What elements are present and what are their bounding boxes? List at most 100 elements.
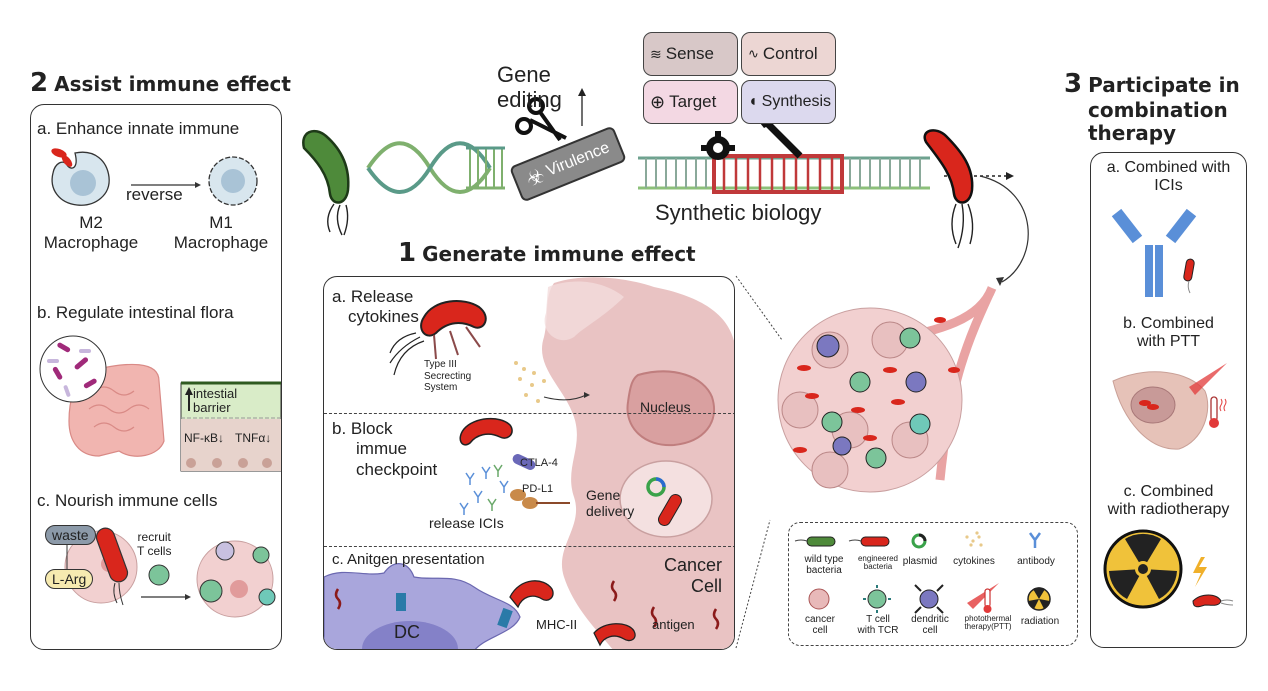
antigen-label: antigen <box>652 617 695 632</box>
gear-icon <box>701 131 735 160</box>
pdl1-label: PD-L1 <box>522 483 554 495</box>
t-cell-icon <box>148 564 170 586</box>
dendritic-cell-shape <box>324 563 521 649</box>
m2-macrophage-icon <box>51 148 110 206</box>
regulate-flora-title: b. Regulate intestinal flora <box>37 303 234 322</box>
reverse-label: reverse <box>126 185 183 204</box>
vesicle-shape <box>619 460 713 538</box>
intestinal-barrier-box <box>180 381 282 472</box>
laser-icon <box>1189 363 1227 395</box>
divider-a-b <box>324 413 734 414</box>
ptt-illustration <box>1112 363 1227 450</box>
section1-illustration <box>324 277 734 649</box>
wild-type-bacteria-icon <box>794 536 836 547</box>
synthesis-icon: ◖ <box>748 93 758 110</box>
scissors-icon <box>515 97 567 142</box>
radiation-icon <box>1103 529 1183 609</box>
intestine-diagram <box>39 335 282 472</box>
legend-cytokines: cytokines <box>953 556 995 567</box>
tnfa-label: TNFα↓ <box>235 431 272 445</box>
mhc-receptor <box>396 593 406 611</box>
antibodies-icon <box>459 466 509 515</box>
ctla4-receptor <box>512 454 536 470</box>
m1-macrophage-icon <box>208 156 258 206</box>
engineered-bacteria-icon <box>459 417 513 446</box>
wild-type-bacteria-icon <box>302 129 350 236</box>
thermometer-icon <box>1209 396 1227 428</box>
nucleus-label: Nucleus <box>640 399 691 415</box>
photothermal-icon <box>967 583 999 613</box>
nfkb-label: NF-κB↓ <box>184 431 224 445</box>
lightning-icon <box>1193 557 1207 587</box>
ctla4-label: CTLA-4 <box>520 457 558 469</box>
dendritic-cell-icon <box>914 584 944 614</box>
nucleus-shape <box>626 370 715 447</box>
legend-icons <box>794 531 1051 614</box>
engineered-bacteria-large-icon <box>923 129 974 249</box>
engineered-bacteria-t3ss-icon <box>389 300 487 376</box>
plasmid-icon <box>911 533 927 549</box>
engineered-bacteria-icon <box>1192 594 1234 608</box>
pdl1-receptor <box>510 489 526 501</box>
l-arg-badge: L-Arg <box>45 569 94 589</box>
antigen-presentation-title: c. Anitgen presentation <box>332 551 485 568</box>
antibody-icon <box>1111 208 1197 297</box>
mhc-ii-receptor <box>497 607 513 629</box>
engineering-pipeline <box>302 88 1014 236</box>
dna-helix-icon <box>366 141 505 194</box>
antigen-icon <box>334 580 720 630</box>
zoom-guide-lines <box>735 275 783 649</box>
crosshair-icon: ⊕ <box>650 91 666 112</box>
nourish-cells-title: c. Nourish immune cells <box>37 491 218 510</box>
cancer-cell-icon <box>808 588 830 610</box>
antibody-icon <box>1028 532 1042 548</box>
block-checkpoint-title: b. Block immue checkpoint <box>332 419 438 479</box>
module-control: ∿Control <box>741 32 836 76</box>
legend-radiation: radiation <box>1020 616 1060 627</box>
microbiota-magnified-icon <box>39 335 107 403</box>
dc-nucleus <box>362 621 458 649</box>
module-synthesis: ◖Synthesis <box>741 80 836 124</box>
engineered-bacteria-icon <box>593 623 636 647</box>
synthetic-biology-label: Synthetic biology <box>655 200 822 225</box>
engineered-bacteria-icon <box>848 536 890 547</box>
engineered-bacteria-icon <box>1183 258 1195 294</box>
radiation-icon <box>1027 587 1051 611</box>
dna-ladder-icon <box>638 154 930 194</box>
tumor-cluster-large-icon <box>777 307 963 493</box>
macrophage-diagram <box>51 148 258 206</box>
module-target: ⊕Target <box>643 80 738 124</box>
engineered-bacteria-icon <box>95 527 129 606</box>
mhc-ii-label: MHC-II <box>536 617 578 632</box>
waste-badge: waste <box>45 525 96 545</box>
legend-antibody: antibody <box>1017 556 1055 567</box>
divider-b-c <box>324 546 734 547</box>
engineered-bacteria-icon <box>509 580 554 609</box>
module-sense: ≋Sense <box>643 32 738 76</box>
t-cell-icon <box>863 585 891 613</box>
tumor-with-tcells-icon <box>196 540 276 618</box>
enhance-innate-title: a. Enhance innate immune <box>37 119 240 138</box>
gene-circuit-icon: ∿ <box>748 46 759 61</box>
icis-illustration <box>1111 208 1197 297</box>
